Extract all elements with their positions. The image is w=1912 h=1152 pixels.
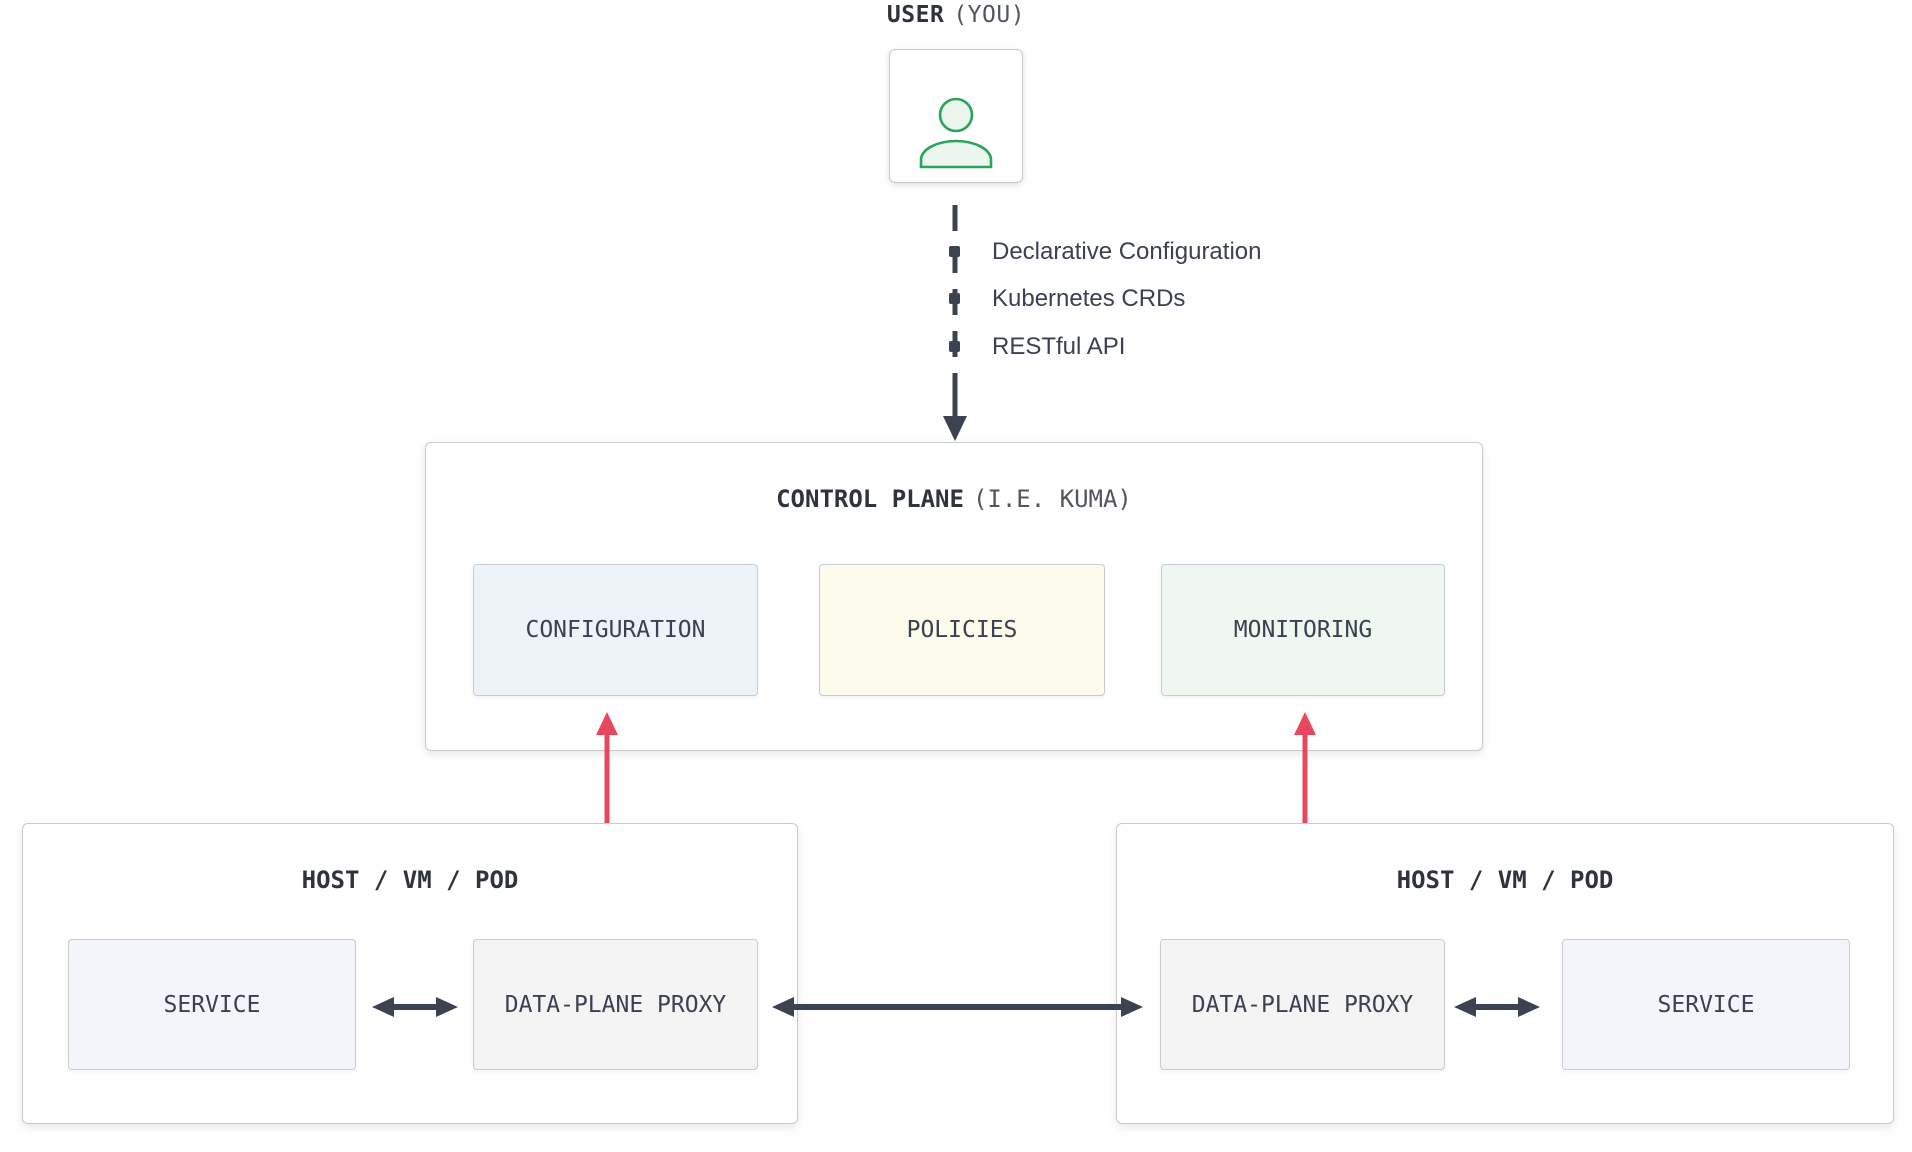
data-plane-proxy-box-left: DATA-PLANE PROXY: [473, 939, 758, 1070]
person-icon: [919, 97, 993, 169]
data-plane-proxy-box-right: DATA-PLANE PROXY: [1160, 939, 1445, 1070]
user-title: USER (YOU): [0, 2, 1912, 28]
data-plane-proxy-label: DATA-PLANE PROXY: [1191, 991, 1414, 1018]
user-to-control-plane-arrow: [943, 205, 967, 441]
configuration-box: CONFIGURATION: [473, 564, 758, 696]
service-proxy-arrow-left: [372, 997, 458, 1017]
connector-label-declarative-configuration: Declarative Configuration: [992, 238, 1262, 265]
bullet-icon: [949, 341, 960, 352]
bullet-icon: [949, 293, 960, 304]
policies-box: POLICIES: [819, 564, 1105, 696]
monitoring-label: MONITORING: [1233, 617, 1373, 643]
configuration-label: CONFIGURATION: [525, 617, 706, 643]
data-plane-proxy-label: DATA-PLANE PROXY: [504, 991, 727, 1018]
connector-label-restful-api: RESTful API: [992, 333, 1126, 360]
user-box: [889, 49, 1023, 183]
proxy-service-arrow-right: [1454, 997, 1540, 1017]
control-plane-title-bold: CONTROL PLANE: [776, 485, 964, 513]
host-box-right: HOST / VM / POD DATA-PLANE PROXY SERVICE: [1116, 823, 1894, 1124]
host-box-left: HOST / VM / POD SERVICE DATA-PLANE PROXY: [22, 823, 798, 1124]
service-label: SERVICE: [1657, 991, 1755, 1018]
control-plane-title-light: (I.E. KUMA): [972, 485, 1132, 513]
service-box-right: SERVICE: [1562, 939, 1850, 1070]
control-plane-box: CONTROL PLANE (I.E. KUMA) CONFIGURATION P…: [425, 442, 1483, 751]
control-plane-title: CONTROL PLANE (I.E. KUMA): [426, 485, 1482, 513]
service-label: SERVICE: [163, 991, 261, 1018]
monitoring-box: MONITORING: [1161, 564, 1445, 696]
arrow-down-head: [943, 416, 967, 441]
service-box-left: SERVICE: [68, 939, 356, 1070]
user-title-light: (YOU): [953, 2, 1026, 28]
bullet-icon: [949, 246, 960, 257]
host-right-title: HOST / VM / POD: [1396, 866, 1614, 894]
host-left-title: HOST / VM / POD: [301, 866, 519, 894]
proxy-to-proxy-arrow: [772, 997, 1143, 1017]
user-title-bold: USER: [886, 2, 945, 28]
policies-label: POLICIES: [906, 617, 1018, 643]
connector-label-kubernetes-crds: Kubernetes CRDs: [992, 285, 1186, 312]
